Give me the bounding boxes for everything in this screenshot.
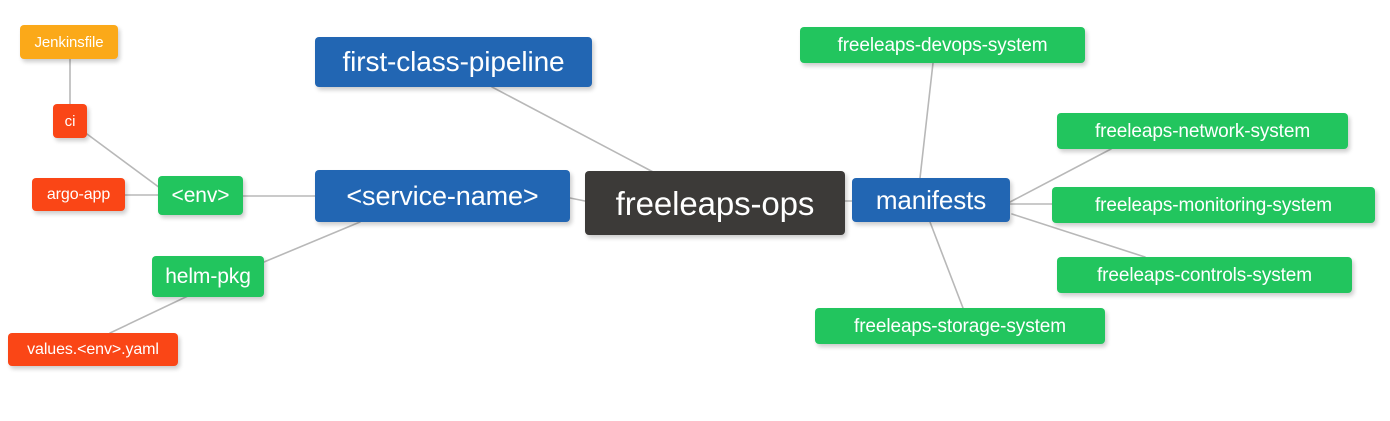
node-label-freeleaps-controls-system: freeleaps-controls-system bbox=[1096, 264, 1313, 286]
edge-service-name-to-helm-pkg bbox=[263, 221, 361, 263]
node-label-argo-app: argo-app bbox=[46, 185, 111, 203]
node-jenkinsfile[interactable]: Jenkinsfile bbox=[20, 25, 118, 59]
node-label-freeleaps-monitoring-system: freeleaps-monitoring-system bbox=[1095, 194, 1332, 216]
node-label-ci: ci bbox=[64, 112, 76, 130]
node-freeleaps-ops[interactable]: freeleaps-ops bbox=[585, 171, 845, 235]
node-manifests[interactable]: manifests bbox=[852, 178, 1010, 222]
node-helm-pkg[interactable]: helm-pkg bbox=[152, 256, 264, 297]
node-label-first-class-pipeline: first-class-pipeline bbox=[342, 46, 565, 77]
node-env[interactable]: <env> bbox=[158, 176, 243, 215]
node-freeleaps-storage-system[interactable]: freeleaps-storage-system bbox=[815, 308, 1105, 344]
node-label-helm-pkg: helm-pkg bbox=[165, 265, 251, 288]
node-label-freeleaps-network-system: freeleaps-network-system bbox=[1094, 120, 1311, 142]
node-service-name[interactable]: <service-name> bbox=[315, 170, 570, 222]
node-argo-app[interactable]: argo-app bbox=[32, 178, 125, 211]
node-label-values-yaml: values.<env>.yaml bbox=[27, 340, 159, 358]
edge-manifests-to-freeleaps-storage-system bbox=[929, 221, 964, 309]
node-freeleaps-monitoring-system[interactable]: freeleaps-monitoring-system bbox=[1052, 187, 1375, 223]
node-first-class-pipeline[interactable]: first-class-pipeline bbox=[315, 37, 592, 87]
node-label-freeleaps-devops-system: freeleaps-devops-system bbox=[837, 34, 1048, 56]
node-label-freeleaps-ops: freeleaps-ops bbox=[615, 184, 815, 222]
node-label-manifests: manifests bbox=[875, 185, 987, 215]
edge-helm-pkg-to-values-yaml bbox=[109, 294, 191, 334]
node-freeleaps-network-system[interactable]: freeleaps-network-system bbox=[1057, 113, 1348, 149]
node-label-service-name: <service-name> bbox=[346, 180, 539, 211]
node-values-yaml[interactable]: values.<env>.yaml bbox=[8, 333, 178, 366]
node-freeleaps-controls-system[interactable]: freeleaps-controls-system bbox=[1057, 257, 1352, 293]
node-label-env: <env> bbox=[171, 184, 230, 207]
edge-service-name-to-freeleaps-ops bbox=[569, 197, 586, 202]
node-freeleaps-devops-system[interactable]: freeleaps-devops-system bbox=[800, 27, 1085, 63]
node-ci[interactable]: ci bbox=[53, 104, 87, 138]
node-label-jenkinsfile: Jenkinsfile bbox=[34, 33, 104, 51]
node-label-freeleaps-storage-system: freeleaps-storage-system bbox=[854, 315, 1066, 337]
edge-first-class-pipeline-to-freeleaps-ops bbox=[491, 86, 656, 174]
edge-manifests-to-freeleaps-devops-system bbox=[919, 62, 934, 179]
